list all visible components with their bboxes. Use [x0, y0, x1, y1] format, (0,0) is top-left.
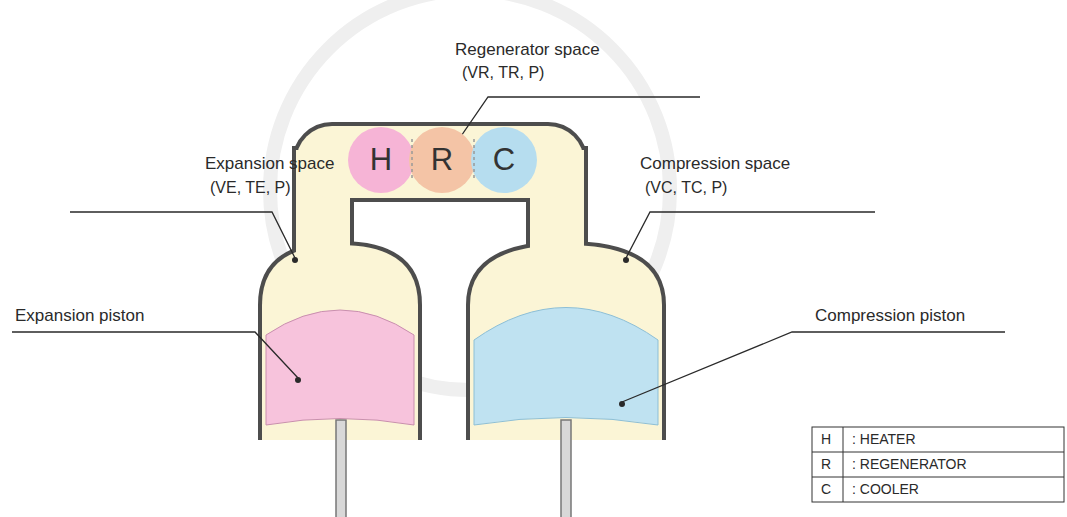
table-cell: R	[821, 456, 831, 472]
state-variables: (VR, TR, P)	[462, 64, 544, 82]
chamber-letter: H	[348, 127, 414, 193]
circle-fill	[471, 127, 537, 193]
table-cell: : HEATER	[852, 431, 916, 447]
piston-rod	[336, 420, 346, 517]
chamber-circle: R	[409, 127, 475, 193]
table-cell: : REGENERATOR	[852, 456, 967, 472]
part-name: Expansion space	[205, 154, 334, 174]
chamber-letter: R	[409, 127, 475, 193]
part-name: Compression piston	[815, 306, 965, 326]
boundary-dash	[473, 139, 475, 181]
compression-piston	[474, 308, 658, 426]
part-name: Compression space	[640, 154, 790, 174]
housing-outline	[262, 126, 662, 440]
piston-rod	[561, 420, 571, 517]
legend-table	[812, 427, 1064, 502]
chamber-circle: C	[471, 127, 537, 193]
leader-line	[12, 97, 1005, 402]
table-cell: : COOLER	[852, 481, 919, 497]
table-cell: H	[821, 431, 831, 447]
chamber-circle: H	[348, 127, 414, 193]
part-name: Regenerator space	[455, 40, 600, 60]
circle-fill	[348, 127, 414, 193]
state-variables: (VE, TE, P)	[210, 179, 291, 197]
chamber-letter: C	[471, 127, 537, 193]
table-cell: C	[821, 481, 831, 497]
circle-fill	[409, 127, 475, 193]
boundary-dash	[411, 139, 413, 181]
state-variables: (VC, TC, P)	[645, 179, 727, 197]
leader-dot	[292, 157, 629, 407]
part-name: Expansion piston	[15, 306, 144, 326]
working-gas	[262, 126, 662, 440]
